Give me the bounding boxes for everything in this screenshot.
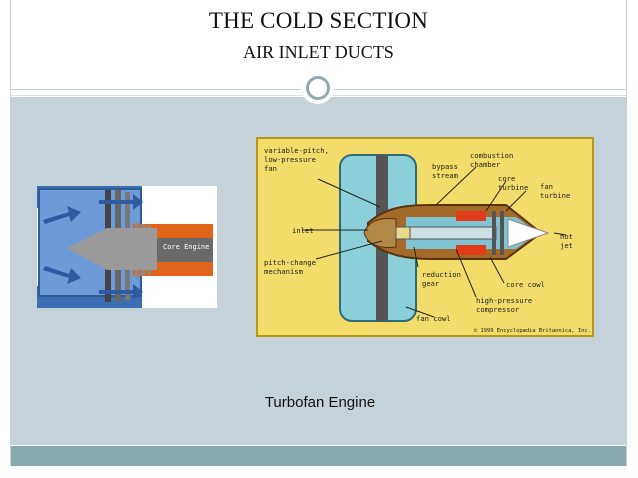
label-fan-turbine-2: turbine [540, 191, 570, 200]
turbofan-diagram: variable-pitch, low-pressure fan bypass … [256, 137, 594, 337]
label-hp-compressor-1: high-pressure [476, 296, 532, 305]
label-hot-jet-2: jet [560, 241, 573, 250]
label-core-cowl: core cowl [506, 280, 545, 289]
ring-ornament-inner [306, 76, 330, 100]
ring-ornament [301, 71, 334, 104]
label-fan-turbine-1: fan [540, 182, 553, 191]
slide-frame [10, 0, 627, 466]
label-reduction-gear-1: reduction [422, 270, 461, 279]
core-engine-label: Core Engine [163, 243, 209, 251]
slide-title: THE COLD SECTION [208, 8, 429, 33]
label-bypass-2: stream [432, 171, 458, 180]
label-fan-3: fan [264, 164, 277, 173]
label-core-turbine-2: turbine [498, 183, 528, 192]
label-reduction-gear-2: gear [422, 279, 440, 288]
label-pitch-change-1: pitch-change [264, 258, 316, 267]
label-hp-compressor-2: compressor [476, 305, 520, 314]
core-engine-figure: Core Engine [37, 186, 217, 308]
label-inlet: inlet [292, 226, 314, 235]
label-pitch-change-2: mechanism [264, 267, 303, 276]
figure-caption: Turbofan Engine [264, 394, 376, 411]
label-hot-jet-1: hot [560, 232, 573, 241]
label-fan-1: variable-pitch, [264, 146, 329, 155]
label-bypass-1: bypass [432, 162, 458, 171]
footer-bar [11, 446, 626, 466]
slide-subtitle: AIR INLET DUCTS [243, 42, 394, 62]
core-engine-svg: Core Engine [37, 186, 213, 308]
label-fan-cowl: fan cowl [416, 314, 451, 323]
label-combustion-1: combustion [470, 151, 513, 160]
label-combustion-2: chamber [470, 160, 501, 169]
copyright-notice: © 1999 Encyclopædia Britannica, Inc. [474, 328, 591, 334]
label-fan-2: low-pressure [264, 155, 316, 164]
label-core-turbine-1: core [498, 174, 515, 183]
turbofan-diagram-svg: variable-pitch, low-pressure fan bypass … [256, 137, 594, 337]
